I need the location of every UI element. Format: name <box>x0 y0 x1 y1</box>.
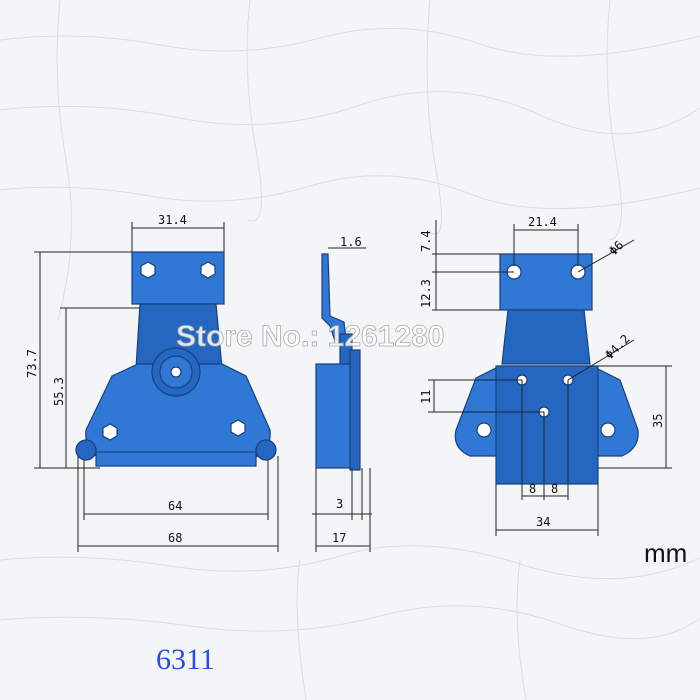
dim-back-small-hole-diameter: Φ4.2 <box>602 332 632 362</box>
front-hook-right <box>255 439 277 461</box>
dim-back-top-offset: 7.4 <box>419 230 433 252</box>
front-hole-right <box>230 419 246 437</box>
back-hole-left <box>476 422 492 438</box>
front-hole-left <box>102 423 118 441</box>
dim-side-depth-small: 3 <box>336 497 343 511</box>
dim-back-top-height: 12.3 <box>419 279 433 308</box>
dim-back-top-hole-diameter: Φ6 <box>606 238 626 258</box>
dim-front-total-height: 73.7 <box>25 349 39 378</box>
dim-front-lower-height: 55.3 <box>52 377 66 406</box>
dim-back-plate-height: 35 <box>651 414 665 428</box>
front-top-plate <box>131 251 225 305</box>
unit-label: mm <box>644 538 688 568</box>
back-plate <box>495 365 599 485</box>
model-number: 6311 <box>156 643 215 676</box>
side-body <box>315 363 355 469</box>
dim-side-depth-total: 17 <box>332 531 346 545</box>
dim-back-hole-offset-right: 8 <box>551 482 558 496</box>
front-view: 31.4 73.7 55.3 64 68 <box>25 213 279 552</box>
dim-front-hole-spacing: 64 <box>168 499 182 513</box>
dim-front-top-width: 31.4 <box>158 213 187 227</box>
back-top-plate <box>499 253 593 311</box>
dim-back-top-hole-spacing: 21.4 <box>528 215 557 229</box>
side-handle <box>349 349 361 471</box>
side-view: 1.6 3 17 <box>312 235 372 552</box>
dim-front-overall-width: 68 <box>168 531 182 545</box>
store-watermark: Store No.: 1261280 <box>176 320 444 353</box>
front-top-hole-left <box>140 261 156 279</box>
dim-back-small-hole-vertical: 11 <box>419 390 433 404</box>
front-hook-left <box>75 439 97 461</box>
front-base <box>95 451 257 467</box>
front-top-hole-right <box>200 261 216 279</box>
dim-back-plate-width: 34 <box>536 515 550 529</box>
back-hole-right <box>600 422 616 438</box>
back-neck <box>501 309 591 365</box>
back-view: 21.4 7.4 12.3 Φ6 Φ4.2 11 35 8 8 34 <box>419 215 672 536</box>
dim-side-thickness: 1.6 <box>340 235 362 249</box>
dim-back-hole-offset-left: 8 <box>529 482 536 496</box>
front-handle-hole <box>170 366 182 378</box>
